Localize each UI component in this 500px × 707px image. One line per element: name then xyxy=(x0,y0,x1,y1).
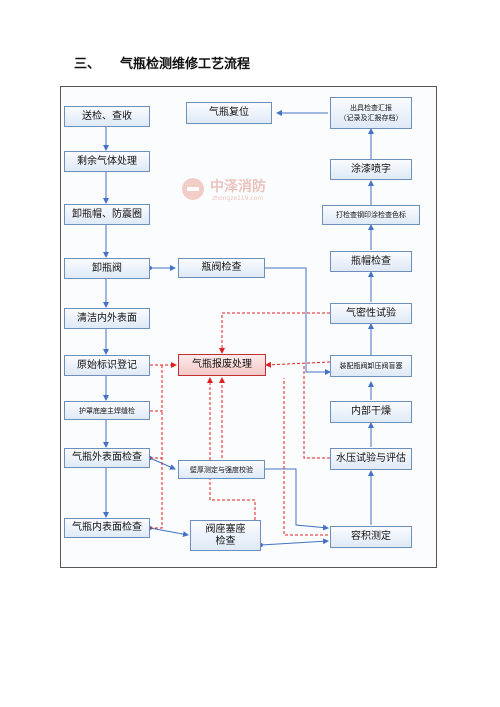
node-seat-check-line1: 阀座塞座 xyxy=(205,523,246,535)
node-report: 出具检查汇报 （记录及汇报存档） xyxy=(330,97,412,129)
scrap-from-inner xyxy=(150,458,163,529)
node-scrap: 气瓶报废处理 xyxy=(178,354,266,376)
node-stamp: 打检查钢印涂检查色标 xyxy=(322,205,420,225)
section-number: 三、 xyxy=(74,57,101,72)
node-assemble: 装配瓶阀卸压阀盲塞 xyxy=(330,355,412,377)
scrap-from-seat xyxy=(207,377,256,520)
node-remove-cap: 卸瓶帽、防震圈 xyxy=(64,204,150,225)
node-clean-surface: 清洁内外表面 xyxy=(64,308,150,329)
scrap-from-airtight xyxy=(219,312,330,354)
scrap-from-volume xyxy=(283,378,328,536)
node-outer-check: 气瓶外表面检查 xyxy=(64,448,150,468)
node-thickness: 壁厚测定与强度校验 xyxy=(178,460,265,479)
node-residual-gas: 剩余气体处理 xyxy=(64,151,150,172)
link-seat-volume xyxy=(260,538,329,546)
watermark-url: zhongze119.com xyxy=(212,195,264,202)
watermark-logo: 中泽消防 zhongze119.com xyxy=(182,176,302,212)
link-inner-seat xyxy=(149,527,189,538)
node-hydro: 水压试验与评估 xyxy=(330,448,412,470)
scrap-from-hydro xyxy=(303,365,330,459)
watermark-emblem-icon xyxy=(182,178,204,200)
section-title: 气瓶检测维修工艺流程 xyxy=(120,57,251,72)
node-receive: 送检、查收 xyxy=(64,106,150,127)
node-report-line1: 出具检查汇报 xyxy=(350,104,392,112)
scrap-from-outer xyxy=(150,411,163,459)
node-cap-check: 瓶帽检查 xyxy=(330,251,412,272)
node-volume: 容积测定 xyxy=(330,526,412,548)
node-seat-check-line2: 检查 xyxy=(215,535,236,547)
node-inner-check: 气瓶内表面检查 xyxy=(64,518,150,538)
section-heading: 三、 气瓶检测维修工艺流程 xyxy=(74,53,250,72)
link-thickness-volume xyxy=(265,468,329,531)
node-paint: 涂漆喷字 xyxy=(330,159,412,180)
node-dry: 内部干燥 xyxy=(330,401,412,423)
link-valvecheck-assemble xyxy=(265,267,331,375)
node-weld-check: 护罩底座主焊缝检 xyxy=(64,401,150,420)
node-seat-check: 阀座塞座 检查 xyxy=(190,520,261,551)
scrap-from-weld xyxy=(150,365,163,412)
node-reset: 气瓶复位 xyxy=(186,102,272,124)
watermark-name: 中泽消防 xyxy=(210,179,266,195)
node-airtight: 气密性试验 xyxy=(330,303,412,324)
node-remove-valve: 卸瓶阀 xyxy=(64,258,150,279)
node-report-line2: （记录及汇报存档） xyxy=(339,114,403,122)
node-valve-check: 瓶阀检查 xyxy=(178,258,265,278)
junction-dots xyxy=(148,266,263,547)
node-mark-register: 原始标识登记 xyxy=(64,355,150,376)
scrap-from-assemble xyxy=(265,361,331,368)
